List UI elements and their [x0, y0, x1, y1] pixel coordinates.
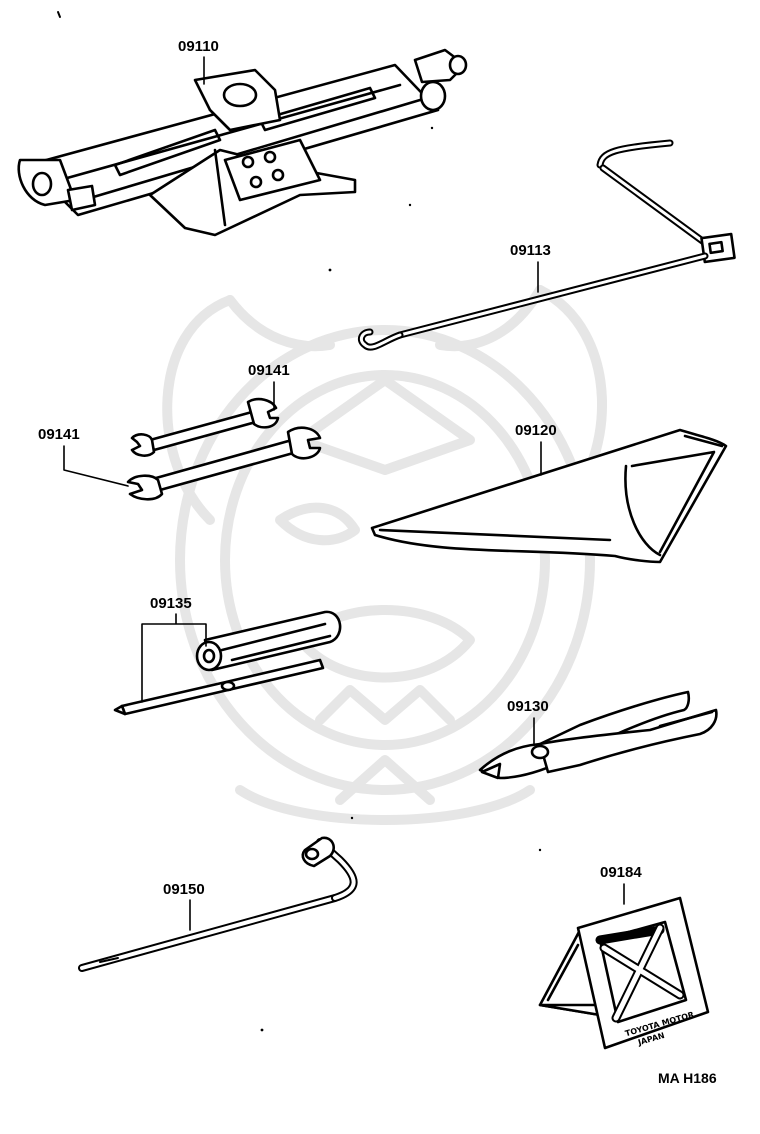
tool-bag-drawing [370, 428, 728, 564]
callout-tool-bag: 09120 [515, 422, 557, 439]
pliers-drawing [478, 690, 718, 780]
callout-pliers: 09130 [507, 698, 549, 715]
parts-drawings [17, 11, 736, 1050]
callout-jack: 09110 [178, 38, 219, 55]
lug-wrench-drawing [78, 836, 358, 972]
callout-lug-wrench: 09150 [163, 881, 205, 898]
callout-wrench-lower: 09141 [38, 426, 80, 443]
screwdriver-drawing [113, 610, 342, 716]
jack-drawing [17, 11, 468, 237]
callout-jack-handle: 09113 [510, 242, 551, 259]
figure-reference: MA H186 [658, 1070, 717, 1086]
leader-lines [63, 56, 625, 931]
watermark-emblem [162, 285, 607, 825]
wrench-lower-drawing [126, 426, 322, 501]
callout-wrench-upper: 09141 [248, 362, 290, 379]
scan-specks [260, 126, 542, 1032]
wrench-upper-drawing [130, 397, 280, 457]
jack-handle-drawing [357, 139, 736, 351]
wheel-chock-drawing [538, 896, 710, 1050]
callout-screwdriver: 09135 [150, 595, 192, 612]
callout-wheel-chock: 09184 [600, 864, 642, 881]
